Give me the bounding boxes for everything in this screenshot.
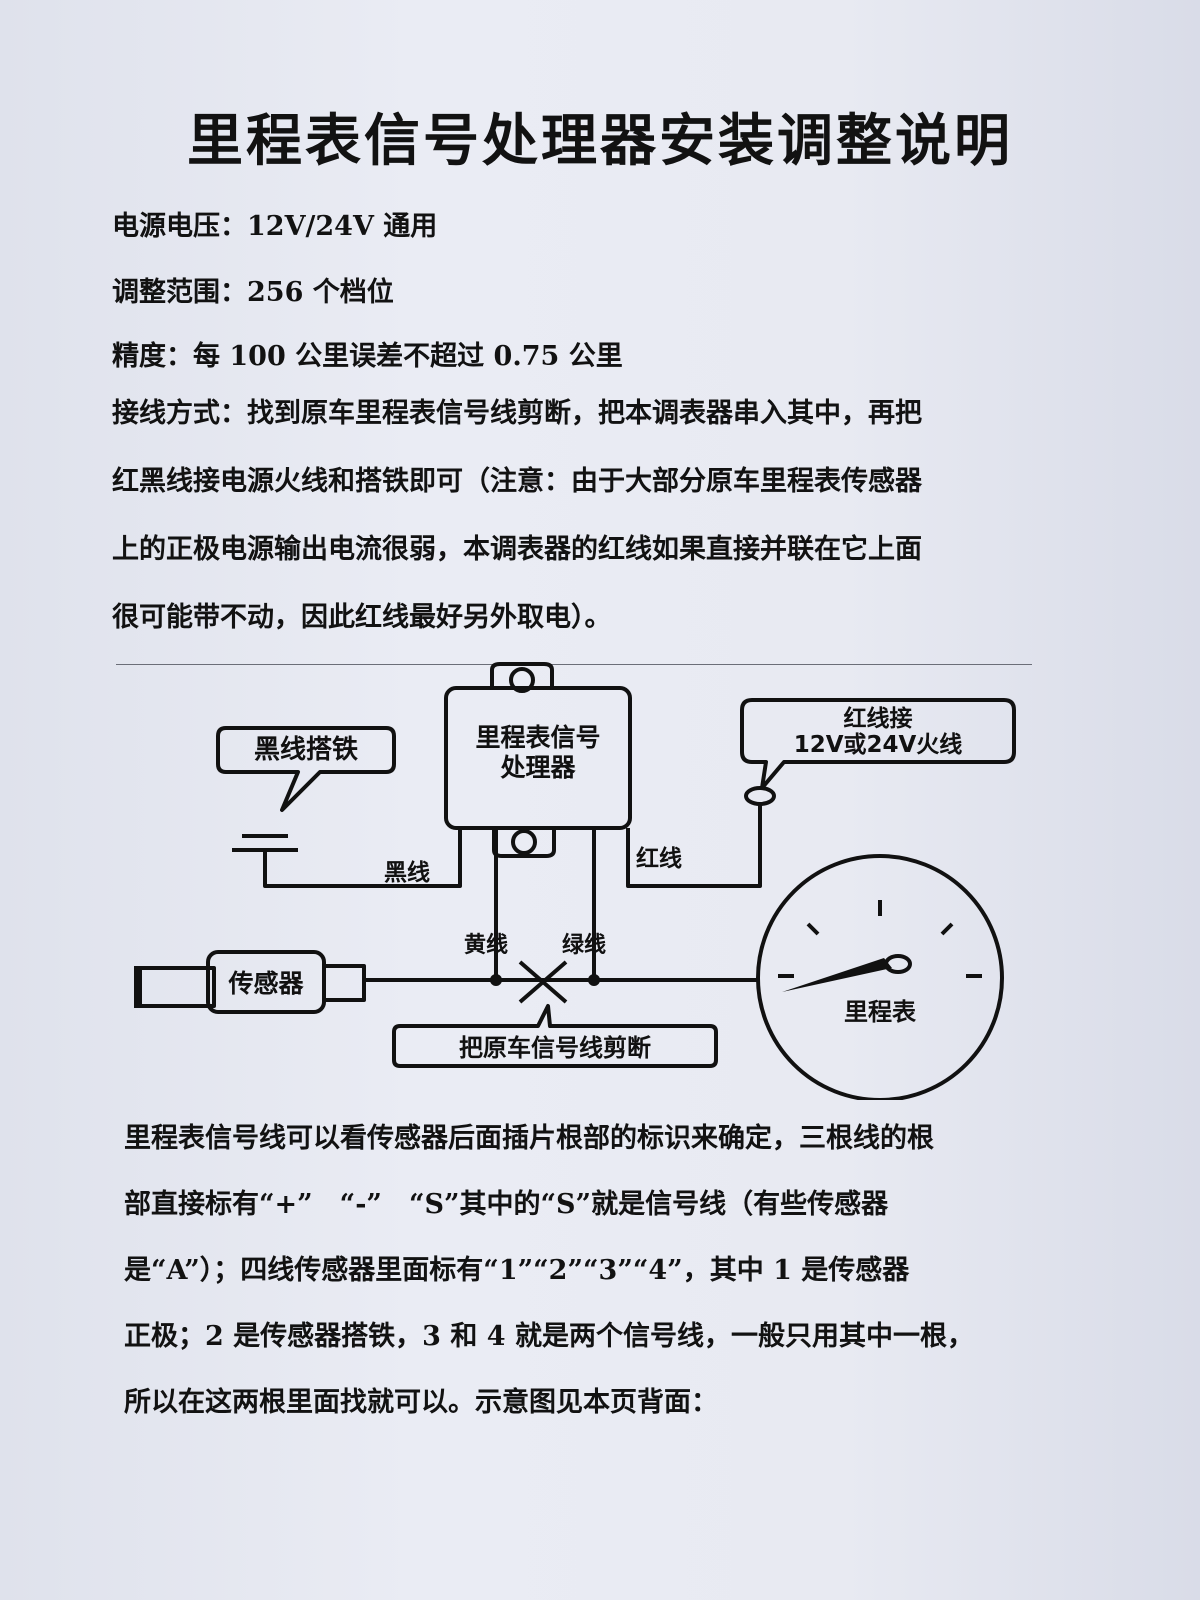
spec-accuracy: 精度：每 100 公里误差不超过 0.75 公里 (112, 341, 623, 372)
notes-line: 正极；2 是传感器搭铁，3 和 4 就是两个信号线，一般只用其中一根， (124, 1321, 974, 1352)
gauge-needle (782, 958, 892, 992)
notes-paragraph: 里程表信号线可以看传感器后面插片根部的标识来确定，三根线的根 部直接标有“+” … (124, 1106, 1044, 1436)
wiring-diagram: 里程表信号 处理器 黑线搭铁 红线接 12V或24V火线 黑线 红线 黄线 绿线… (134, 662, 1016, 1100)
spec-voltage: 电源电压：12V/24V 通用 (112, 211, 438, 242)
ground-callout (216, 726, 396, 812)
wiring-line: 接线方式：找到原车里程表信号线剪断，把本调表器串入其中，再把 (112, 398, 922, 429)
wiring-line: 红黑线接电源火线和搭铁即可（注意：由于大部分原车里程表传感器 (112, 466, 922, 497)
gauge-tick (806, 922, 820, 936)
black-wire-label: 黑线 (384, 859, 430, 886)
gauge-pivot (884, 954, 912, 974)
wiring-paragraph: 接线方式：找到原车里程表信号线剪断，把本调表器串入其中，再把 红黑线接电源火线和… (112, 380, 1032, 652)
sensor-label: 传感器 (227, 969, 304, 998)
junction-dot (490, 974, 502, 986)
gauge-tick (940, 922, 954, 936)
odometer-label: 里程表 (844, 998, 917, 1026)
notes-line: 是“A”）；四线传感器里面标有“1”“2”“3”“4”，其中 1 是传感器 (124, 1255, 910, 1286)
section-divider (116, 664, 1032, 665)
processor-label: 处理器 (499, 753, 576, 782)
notes-line: 里程表信号线可以看传感器后面插片根部的标识来确定，三根线的根 (124, 1123, 934, 1154)
processor-top-tab (490, 662, 554, 690)
mount-hole-icon (511, 829, 537, 855)
mount-hole-icon (509, 667, 535, 693)
sensor-end-cap (134, 966, 142, 1008)
sensor-right-body (324, 964, 366, 1002)
junction-dot (588, 974, 600, 986)
red-wire (626, 804, 762, 888)
yellow-wire-label: 黄线 (464, 932, 508, 958)
notes-line: 所以在这两根里面找就可以。示意图见本页背面： (124, 1387, 718, 1418)
processor-box (444, 686, 632, 830)
cut-callout (392, 1004, 718, 1068)
red-callout-text: 12V或24V火线 (794, 731, 963, 758)
odometer-gauge (756, 854, 1004, 1100)
wiring-line: 很可能带不动，因此红线最好另外取电）。 (112, 602, 612, 633)
ground-callout-text: 黑线搭铁 (254, 734, 358, 765)
green-wire-label: 绿线 (562, 932, 606, 958)
sensor-body (206, 950, 326, 1014)
wiring-line: 上的正极电源输出电流很弱，本调表器的红线如果直接并联在它上面 (112, 534, 922, 565)
notes-line: 部直接标有“+” “-” “S”其中的“S”就是信号线（有些传感器 (124, 1189, 889, 1220)
cut-callout-text: 把原车信号线剪断 (459, 1034, 651, 1062)
red-terminal-icon (744, 786, 776, 806)
sensor-left-body (138, 966, 216, 1008)
red-callout (740, 698, 1016, 790)
red-wire-label: 红线 (636, 845, 682, 872)
document-title: 里程表信号处理器安装调整说明 (187, 108, 1013, 174)
red-callout-text: 红线接 (844, 705, 913, 732)
black-wire (263, 828, 462, 888)
cut-mark-icon (518, 960, 568, 1004)
spec-range: 调整范围：256 个档位 (112, 277, 394, 308)
processor-label: 里程表信号 (475, 723, 600, 752)
